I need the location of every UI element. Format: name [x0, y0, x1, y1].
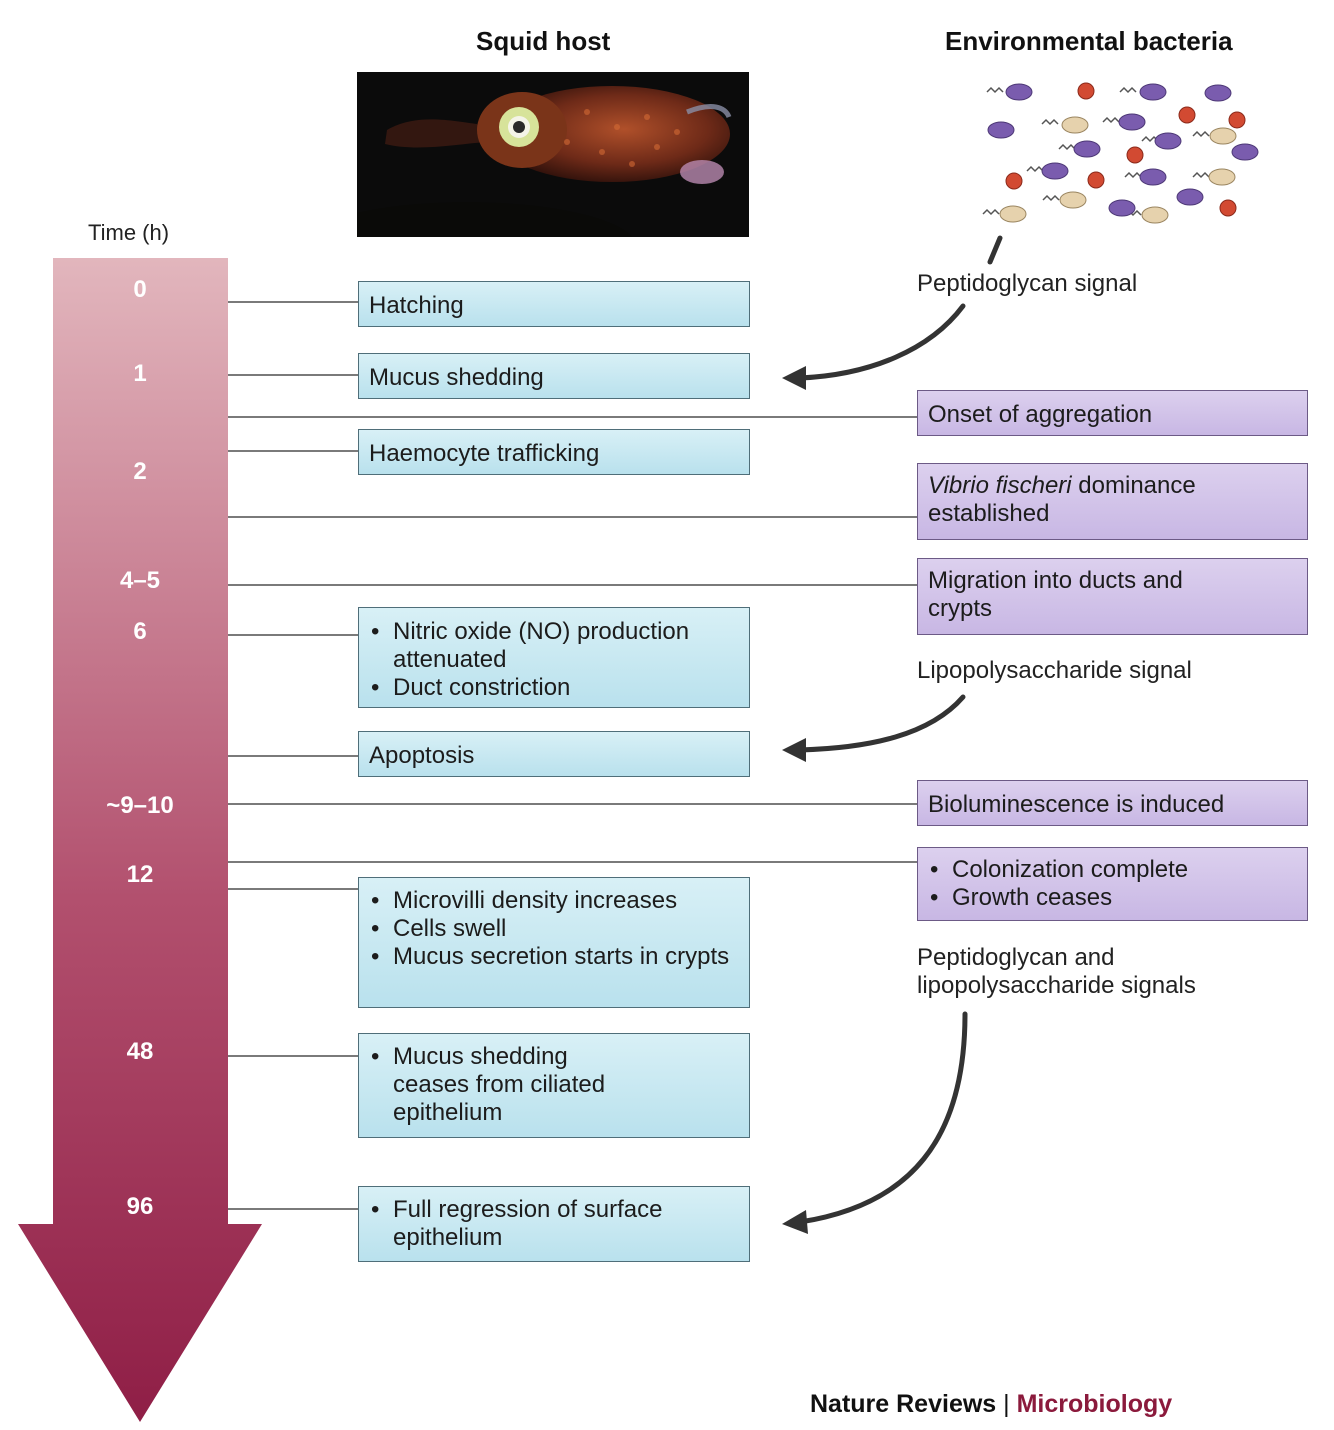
host-event-label: Apoptosis: [369, 742, 475, 769]
bullet-item: Mucus secretion starts in crypts: [369, 943, 739, 971]
host-event-hatching: Hatching: [358, 281, 750, 327]
peptidoglycan-signal-label: Peptidoglycan signal: [917, 270, 1138, 297]
bullet-item: Duct constriction: [369, 674, 739, 702]
host-event-microvilli: Microvilli density increases Cells swell…: [358, 877, 750, 1008]
bullet-item: Full regression of surface epithelium: [369, 1196, 739, 1252]
bacteria-event-bioluminescence: Bioluminescence is induced: [917, 780, 1308, 826]
time-tick-48: 48: [126, 1038, 154, 1065]
connector-line: [228, 634, 359, 636]
host-event-haemocyte-trafficking: Haemocyte trafficking: [358, 429, 750, 475]
host-event-full-regression: Full regression of surface epithelium: [358, 1186, 750, 1262]
bacteria-event-label: dominance established: [928, 472, 1196, 527]
bullet-item: Growth ceases: [928, 884, 1297, 912]
connector-line: [228, 861, 917, 863]
combined-signals-label: Peptidoglycan and lipopolysaccharide sig…: [917, 944, 1196, 999]
footer-separator: |: [996, 1390, 1017, 1418]
host-event-mucus-ceases: Mucus shedding ceases from ciliated epit…: [358, 1033, 750, 1138]
host-event-no-attenuated: Nitric oxide (NO) production attenuated …: [358, 607, 750, 708]
time-tick-12: 12: [126, 861, 154, 888]
squid-host-heading: Squid host: [476, 26, 611, 56]
time-tick-2: 2: [133, 458, 147, 485]
connector-line: [228, 755, 359, 757]
bacteria-event-onset-aggregation: Onset of aggregation: [917, 390, 1308, 436]
bacteria-event-migration: Migration into ducts and crypts: [917, 558, 1308, 635]
connector-line: [228, 301, 359, 303]
bacteria-event-label: Bioluminescence is induced: [928, 791, 1225, 818]
lipopolysaccharide-signal-label: Lipopolysaccharide signal: [917, 657, 1192, 684]
host-event-apoptosis: Apoptosis: [358, 731, 750, 777]
time-tick-4-5: 4–5: [119, 567, 161, 594]
connector-line: [228, 888, 359, 890]
connector-line: [228, 374, 359, 376]
bacteria-cluster-illustration: [982, 82, 1259, 224]
bullet-item: Nitric oxide (NO) production attenuated: [369, 618, 739, 674]
time-axis-label: Time (h): [88, 220, 170, 245]
bacteria-event-label: Onset of aggregation: [928, 401, 1153, 428]
bullet-item: Microvilli density increases: [369, 887, 739, 915]
bacteria-event-vibrio-dominance: Vibrio fischeri dominance established: [917, 463, 1308, 540]
host-event-label: Hatching: [369, 292, 464, 319]
connector-line: [228, 416, 917, 418]
bullet-item: Mucus shedding ceases from ciliated epit…: [369, 1043, 629, 1127]
journal-section: Microbiology: [1016, 1390, 1173, 1418]
connector-line: [228, 1208, 359, 1210]
vibrio-species-name: Vibrio fischeri: [928, 472, 1072, 499]
host-event-label: Haemocyte trafficking: [369, 440, 600, 467]
journal-name: Nature Reviews: [810, 1390, 997, 1418]
connector-line: [228, 450, 359, 452]
environmental-bacteria-heading: Environmental bacteria: [945, 26, 1233, 56]
time-tick-0: 0: [133, 276, 147, 303]
timeline-arrow: [18, 258, 262, 1422]
time-tick-96: 96: [126, 1193, 154, 1220]
squid-photo: [357, 72, 749, 237]
bacteria-event-label: Migration into ducts and crypts: [928, 567, 1183, 622]
journal-credit: Nature Reviews | Microbiology: [810, 1390, 1172, 1419]
host-event-mucus-shedding: Mucus shedding: [358, 353, 750, 399]
connector-line: [228, 803, 917, 805]
bacteria-event-colonization: Colonization complete Growth ceases: [917, 847, 1308, 921]
bullet-item: Cells swell: [369, 915, 739, 943]
time-tick-9-10: ~9–10: [106, 792, 174, 819]
connector-line: [228, 1055, 359, 1057]
connector-line: [228, 516, 917, 518]
time-tick-1: 1: [133, 360, 147, 387]
time-tick-6: 6: [133, 618, 147, 645]
connector-line: [228, 584, 917, 586]
host-event-label: Mucus shedding: [369, 364, 544, 391]
bullet-item: Colonization complete: [928, 856, 1297, 884]
